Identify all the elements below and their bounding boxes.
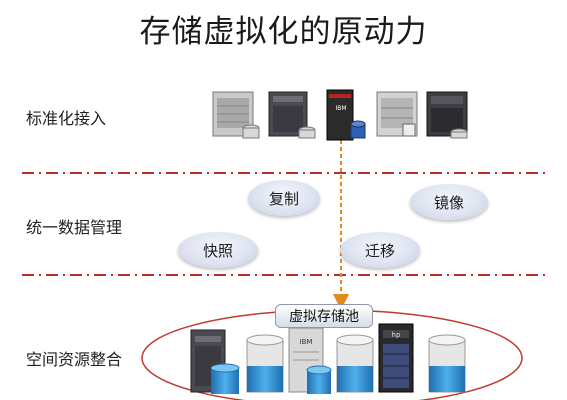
page-title: 存储虚拟化的原动力 [139,14,428,50]
feature-replicate: 复制 [248,180,320,216]
disk-array-icon [246,334,284,393]
virtual-storage-pool-label: 虚拟存储池 [275,304,373,328]
server-icon [268,91,316,139]
hp-logo-text: hp [392,331,401,339]
feature-migrate: 迁移 [340,232,420,268]
access-servers: IBM [212,89,468,141]
server-icon [212,91,260,139]
ibm-logo-text: IBM [335,105,346,112]
row-label-management: 统一数据管理 [26,218,123,237]
feature-snapshot: 快照 [178,232,258,268]
row-label-access: 标准化接入 [26,109,107,128]
hp-server-icon: hp [378,323,414,393]
server-icon [426,91,468,139]
server-icon [190,329,240,394]
ibm-logo-text: IBM [300,338,313,346]
feature-mirror: 镜像 [410,184,488,220]
pool-servers: IBM hp [190,323,466,394]
ibm-server-icon: IBM [288,327,332,394]
ibm-server-icon: IBM [326,89,366,141]
disk-array-icon [428,334,466,393]
row-label-integration: 空间资源整合 [26,350,123,369]
server-icon [376,91,418,137]
disk-array-icon [336,334,374,393]
